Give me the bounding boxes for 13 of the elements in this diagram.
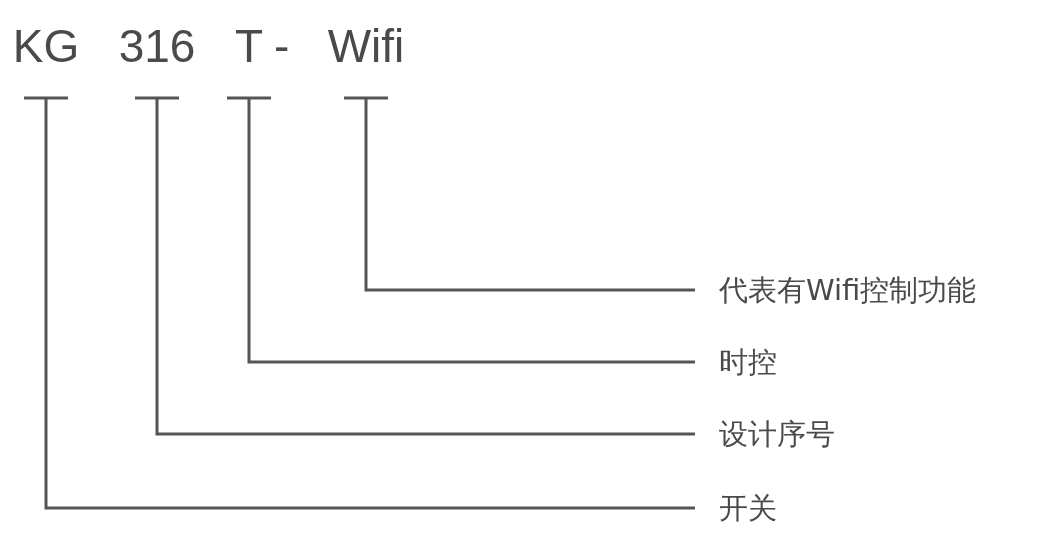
code-part: 316 [112, 16, 202, 98]
code-part: Wifi [323, 16, 409, 98]
meaning-label: 时控 [695, 342, 777, 382]
code-part: KG [9, 16, 83, 98]
leader-line [225, 96, 695, 364]
meaning-label: 设计序号 [695, 414, 835, 454]
meaning-label: 代表有Wifi控制功能 [695, 270, 977, 310]
code-part: T [231, 16, 267, 98]
hyphen-text: - [274, 19, 290, 74]
meaning-label: 开关 [695, 488, 777, 528]
leader-line [22, 96, 695, 510]
leader-line [133, 96, 695, 436]
leader-line [342, 96, 695, 292]
